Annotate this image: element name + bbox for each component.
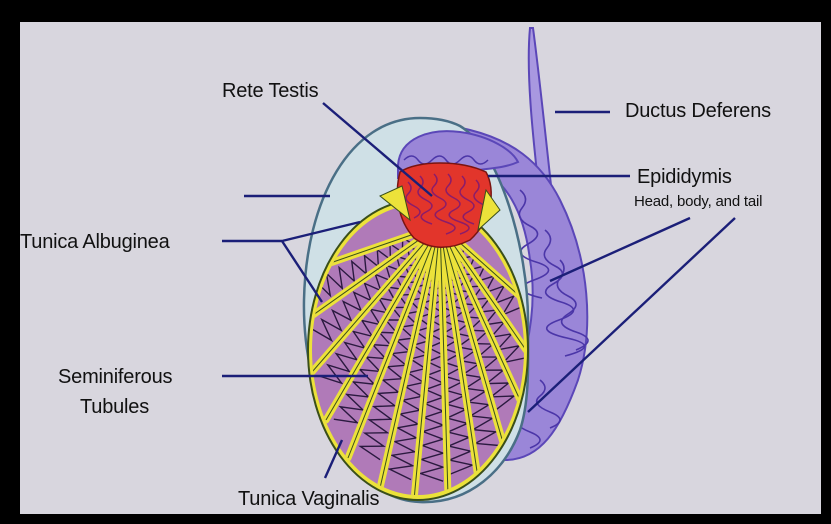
label-seminiferous: Seminiferous [58,366,172,389]
label-tubules: Tubules [80,396,149,419]
label-ductus-deferens: Ductus Deferens [625,100,771,123]
label-epididymis-sub: Head, body, and tail [634,193,762,210]
label-epididymis: Epididymis [637,166,732,189]
label-rete-testis: Rete Testis [222,80,318,103]
label-tunica-vaginalis: Tunica Vaginalis [238,488,379,511]
label-tunica-albuginea: Tunica Albuginea [20,231,170,254]
